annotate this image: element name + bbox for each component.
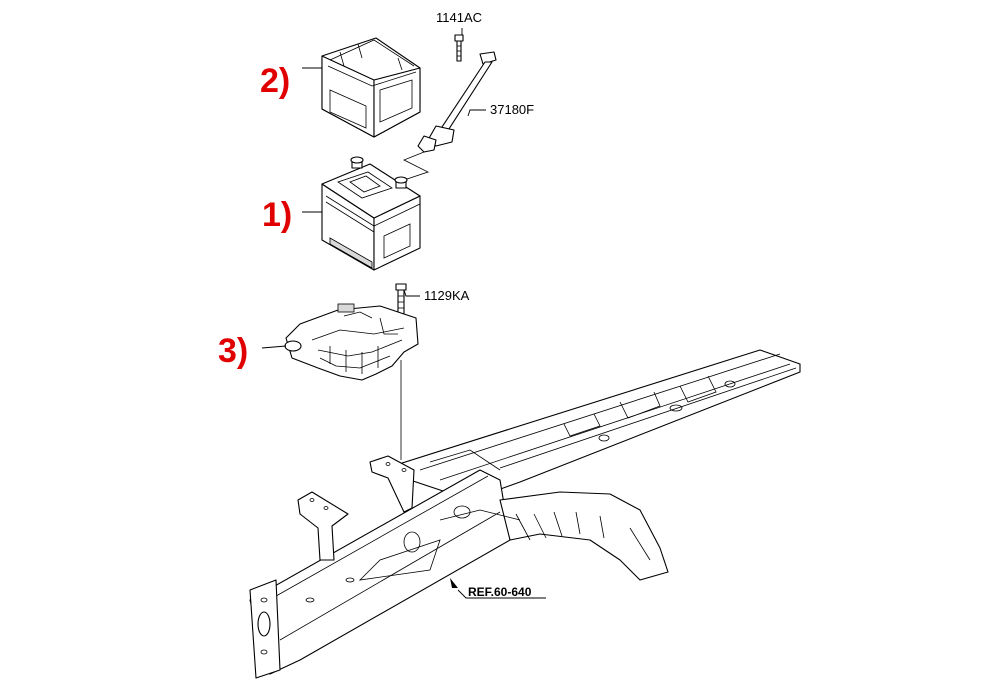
front-side-member <box>249 349 801 679</box>
battery <box>321 156 421 271</box>
callout-insulation-pad: 2) <box>260 62 290 100</box>
label-ref: REF.60-640 <box>468 585 532 599</box>
leader-lines <box>261 28 546 599</box>
label-1129ka: 1129KA <box>424 288 470 303</box>
label-1141ac: 1141AC <box>436 10 482 25</box>
bolt-1141ac <box>454 34 464 62</box>
callout-battery: 1) <box>262 196 292 234</box>
callout-tray: 3) <box>218 332 248 370</box>
battery-tray <box>284 303 419 381</box>
label-37180f: 37180F <box>490 102 534 117</box>
battery-cable-37180f <box>403 51 497 181</box>
battery-insulation-pad <box>321 37 421 138</box>
